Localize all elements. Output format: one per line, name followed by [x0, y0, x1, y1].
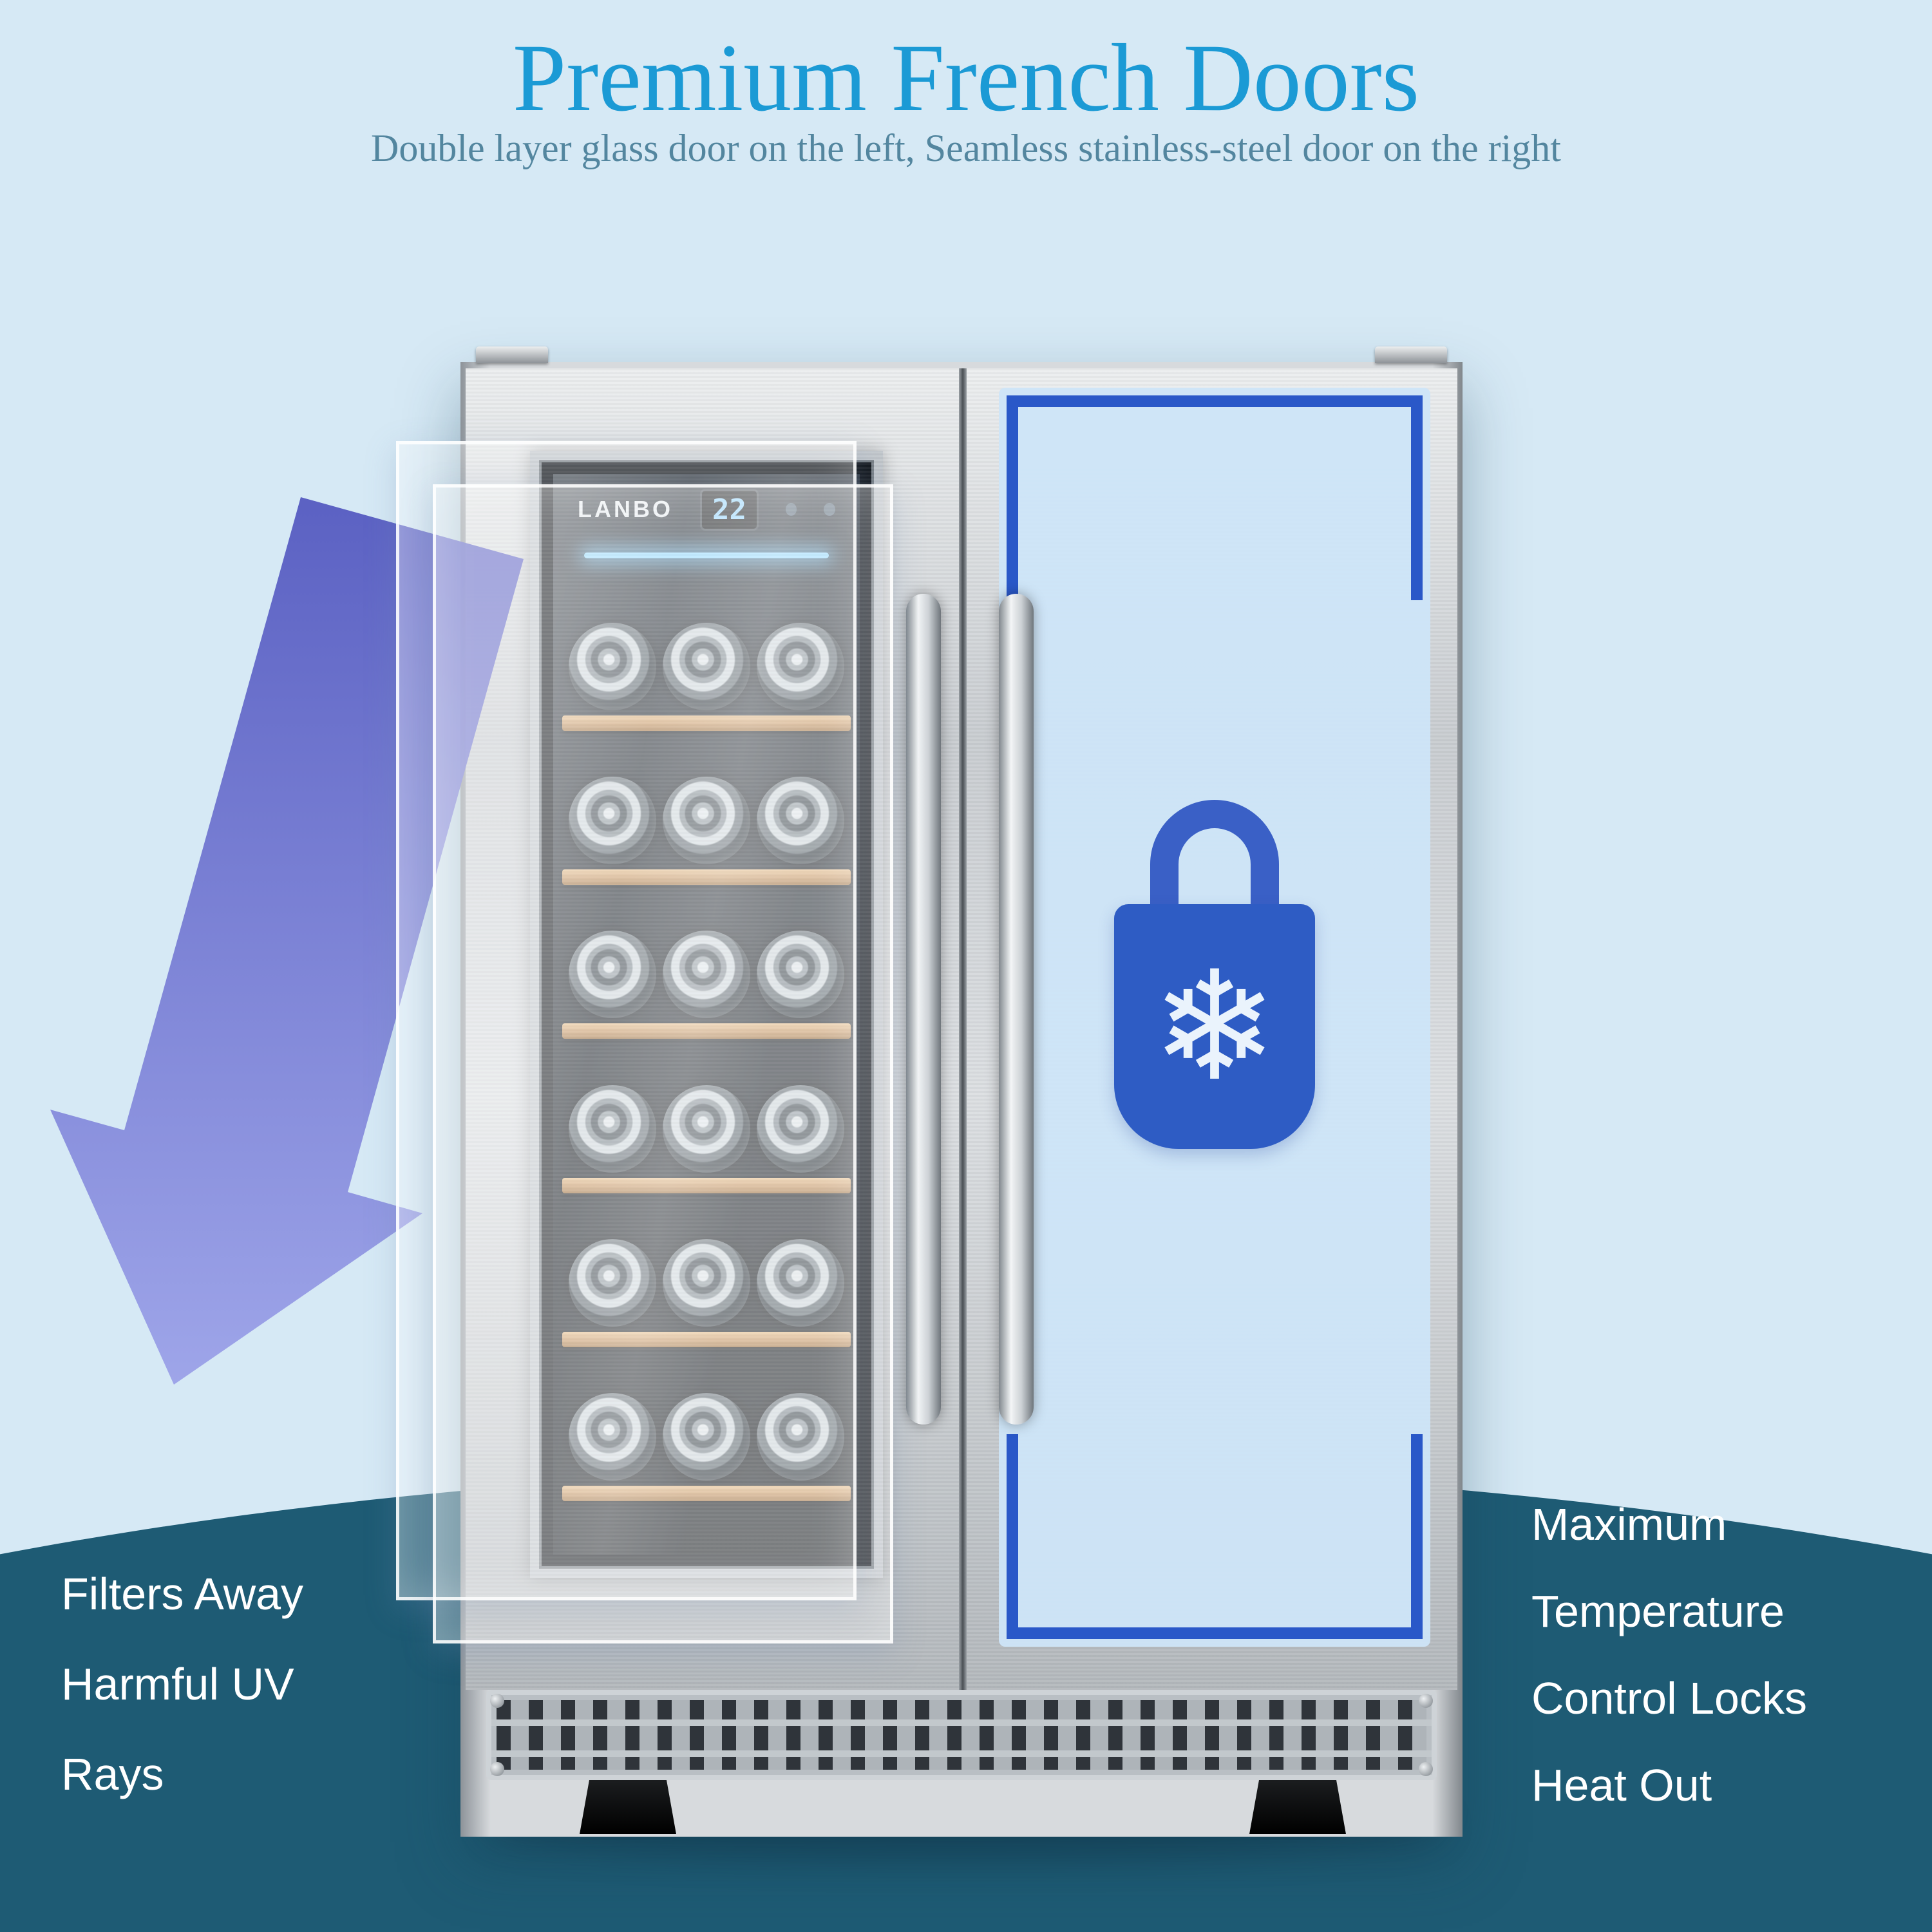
page-subtitle: Double layer glass door on the left, Sea… [371, 127, 1561, 169]
wine-bottle [757, 1238, 844, 1327]
wine-bottle [569, 1238, 656, 1327]
control-icon [824, 503, 835, 516]
shelf-row [562, 777, 851, 886]
left-door-handle [906, 594, 941, 1425]
bottle-row [562, 623, 851, 711]
callout-line: Control Locks [1531, 1673, 1807, 1723]
wine-bottle [663, 931, 750, 1019]
wine-bottle [663, 1392, 750, 1481]
temperature-control-callout: Maximum Temperature Control Locks Heat O… [1531, 1481, 1807, 1829]
screw-icon [1419, 1694, 1433, 1708]
wine-bottle [569, 1392, 656, 1481]
corner-bracket-icon [1179, 1434, 1423, 1639]
callout-line: Rays [61, 1749, 164, 1799]
page-title: Premium French Doors [512, 24, 1420, 131]
callout-line: Harmful UV [61, 1659, 294, 1709]
insulation-highlight-panel: ❄ [999, 388, 1430, 1647]
right-steel-door: ❄ [967, 368, 1457, 1690]
shelf-row [562, 1238, 851, 1347]
control-icon [785, 503, 797, 516]
wine-bottle [663, 1238, 750, 1327]
wood-shelf [562, 1023, 851, 1039]
bottle-row [562, 1238, 851, 1327]
control-panel: LANBO 22 [553, 474, 860, 545]
snowflake-icon: ❄ [1151, 938, 1278, 1115]
uv-protection-callout: Filters Away Harmful UV Rays [61, 1549, 303, 1819]
wood-shelf [562, 1331, 851, 1347]
door-gap [959, 368, 967, 1690]
wine-bottle [757, 777, 844, 865]
temperature-display: 22 [700, 488, 759, 531]
wine-bottle [569, 1084, 656, 1173]
fridge-foot [1249, 1780, 1346, 1834]
shelf-row [562, 623, 851, 732]
screw-icon [490, 1762, 504, 1776]
grille-bar [491, 1719, 1432, 1726]
wood-shelf [562, 715, 851, 732]
wood-shelf [562, 1485, 851, 1501]
wine-bottle [569, 623, 656, 711]
wine-bottle [663, 623, 750, 711]
wine-bottle [569, 931, 656, 1019]
wood-shelf [562, 869, 851, 886]
bottle-row [562, 1084, 851, 1173]
wine-bottle [757, 623, 844, 711]
temperature-lock-icon: ❄ [1114, 800, 1315, 1149]
wine-bottle [663, 1084, 750, 1173]
bottle-row [562, 777, 851, 865]
fridge-foot [580, 1780, 676, 1834]
hinge-icon [1375, 346, 1447, 363]
callout-line: Maximum [1531, 1499, 1727, 1549]
shelf-area [562, 577, 851, 1547]
bottle-row [562, 1392, 851, 1481]
right-door-handle [999, 594, 1034, 1425]
ventilation-grille [486, 1690, 1437, 1780]
screw-icon [1419, 1762, 1433, 1776]
callout-line: Filters Away [61, 1569, 304, 1619]
callout-line: Heat Out [1531, 1760, 1712, 1810]
vent-slats [497, 1700, 1426, 1770]
shelf-row [562, 1084, 851, 1193]
wine-bottle [569, 777, 656, 865]
wood-shelf [562, 1177, 851, 1193]
wine-bottle [663, 777, 750, 865]
shelf-row [562, 1392, 851, 1501]
hinge-icon [476, 346, 548, 363]
wine-bottle [757, 1084, 844, 1173]
interior-light-bar [583, 553, 829, 558]
wine-bottle [757, 1392, 844, 1481]
lock-body-icon: ❄ [1114, 904, 1315, 1149]
brand-label: LANBO [578, 496, 673, 522]
wine-bottle [757, 931, 844, 1019]
screw-icon [490, 1694, 504, 1708]
bottle-row [562, 931, 851, 1019]
callout-line: Temperature [1531, 1586, 1785, 1636]
shelf-row [562, 931, 851, 1039]
grille-bar [491, 1750, 1432, 1757]
corner-bracket-icon [1179, 395, 1423, 600]
glass-pane-layer [433, 484, 893, 1643]
